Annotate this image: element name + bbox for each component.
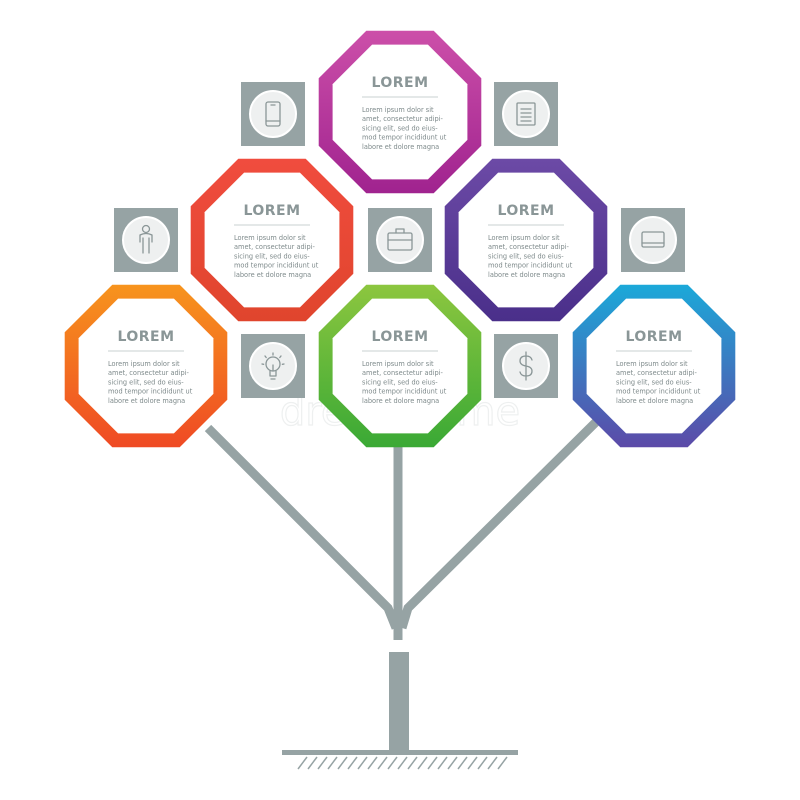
octagon-inner [332,44,468,180]
node-body-line: labore et dolore magna [616,397,693,405]
node-title: LOREM [625,329,682,345]
octagon-inner [586,298,722,434]
briefcase-icon [387,228,413,251]
node-body-line: sicing elit, sed do eius- [234,252,310,260]
icon-circle [249,90,297,138]
octagon-inner [78,298,214,434]
octagon-inner [204,172,340,308]
icon-box-person [114,208,178,272]
icon-box-lightbulb [241,334,305,398]
icon-box-dollar [494,334,558,398]
node-body-line: labore et dolore magna [362,397,439,405]
document-icon [516,102,536,126]
node-title: LOREM [497,203,554,219]
octagon-inner [332,298,468,434]
icon-box-smartphone [241,82,305,146]
icon-box-laptop [621,208,685,272]
node-body-line: sicing elit, sed do eius- [362,378,438,386]
node-body-line: mod tempor incididunt ut [362,388,447,396]
ground-hatching [297,756,508,770]
node-body-line: Lorem ipsum dolor sit [108,360,180,368]
ground-line [282,750,518,755]
icon-circle [629,216,677,264]
icon-box-document [494,82,558,146]
node-body-line: amet, consectetur adipi- [616,369,698,377]
node-title: LOREM [243,203,300,219]
trunk-base [389,652,409,752]
octagon-inner [458,172,594,308]
node-body-line: Lorem ipsum dolor sit [362,360,434,368]
node-title: LOREM [117,329,174,345]
node-body-line: mod tempor incididunt ut [234,262,319,270]
laptop-icon [641,231,665,248]
icon-circle [502,90,550,138]
node-body-line: labore et dolore magna [488,271,565,279]
node-body-line: amet, consectetur adipi- [488,243,570,251]
tree-trunk [204,416,602,640]
node-body-line: amet, consectetur adipi- [362,115,444,123]
node-body-line: amet, consectetur adipi- [108,369,190,377]
node-body-line: labore et dolore magna [108,397,185,405]
node-body-line: mod tempor incididunt ut [616,388,701,396]
node-title: LOREM [371,75,428,91]
node-body-line: mod tempor incididunt ut [488,262,573,270]
node-body-line: labore et dolore magna [362,143,439,151]
node-body-line: Lorem ipsum dolor sit [362,106,434,114]
node-body-line: Lorem ipsum dolor sit [488,234,560,242]
node-body-line: sicing elit, sed do eius- [488,252,564,260]
node-body-line: sicing elit, sed do eius- [616,378,692,386]
node-body-line: amet, consectetur adipi- [362,369,444,377]
person-icon [139,224,153,254]
node-body-line: mod tempor incididunt ut [362,134,447,142]
node-body-line: sicing elit, sed do eius- [108,378,184,386]
node-body-line: amet, consectetur adipi- [234,243,316,251]
node-body-line: sicing elit, sed do eius- [362,124,438,132]
node-body-line: Lorem ipsum dolor sit [616,360,688,368]
smartphone-icon [265,101,281,127]
node-title: LOREM [371,329,428,345]
lightbulb-icon [261,352,285,380]
node-body-line: Lorem ipsum dolor sit [234,234,306,242]
dollar-icon [519,351,533,381]
node-body-line: labore et dolore magna [234,271,311,279]
icon-box-briefcase [368,208,432,272]
icon-circle [122,216,170,264]
node-body-line: mod tempor incididunt ut [108,388,193,396]
